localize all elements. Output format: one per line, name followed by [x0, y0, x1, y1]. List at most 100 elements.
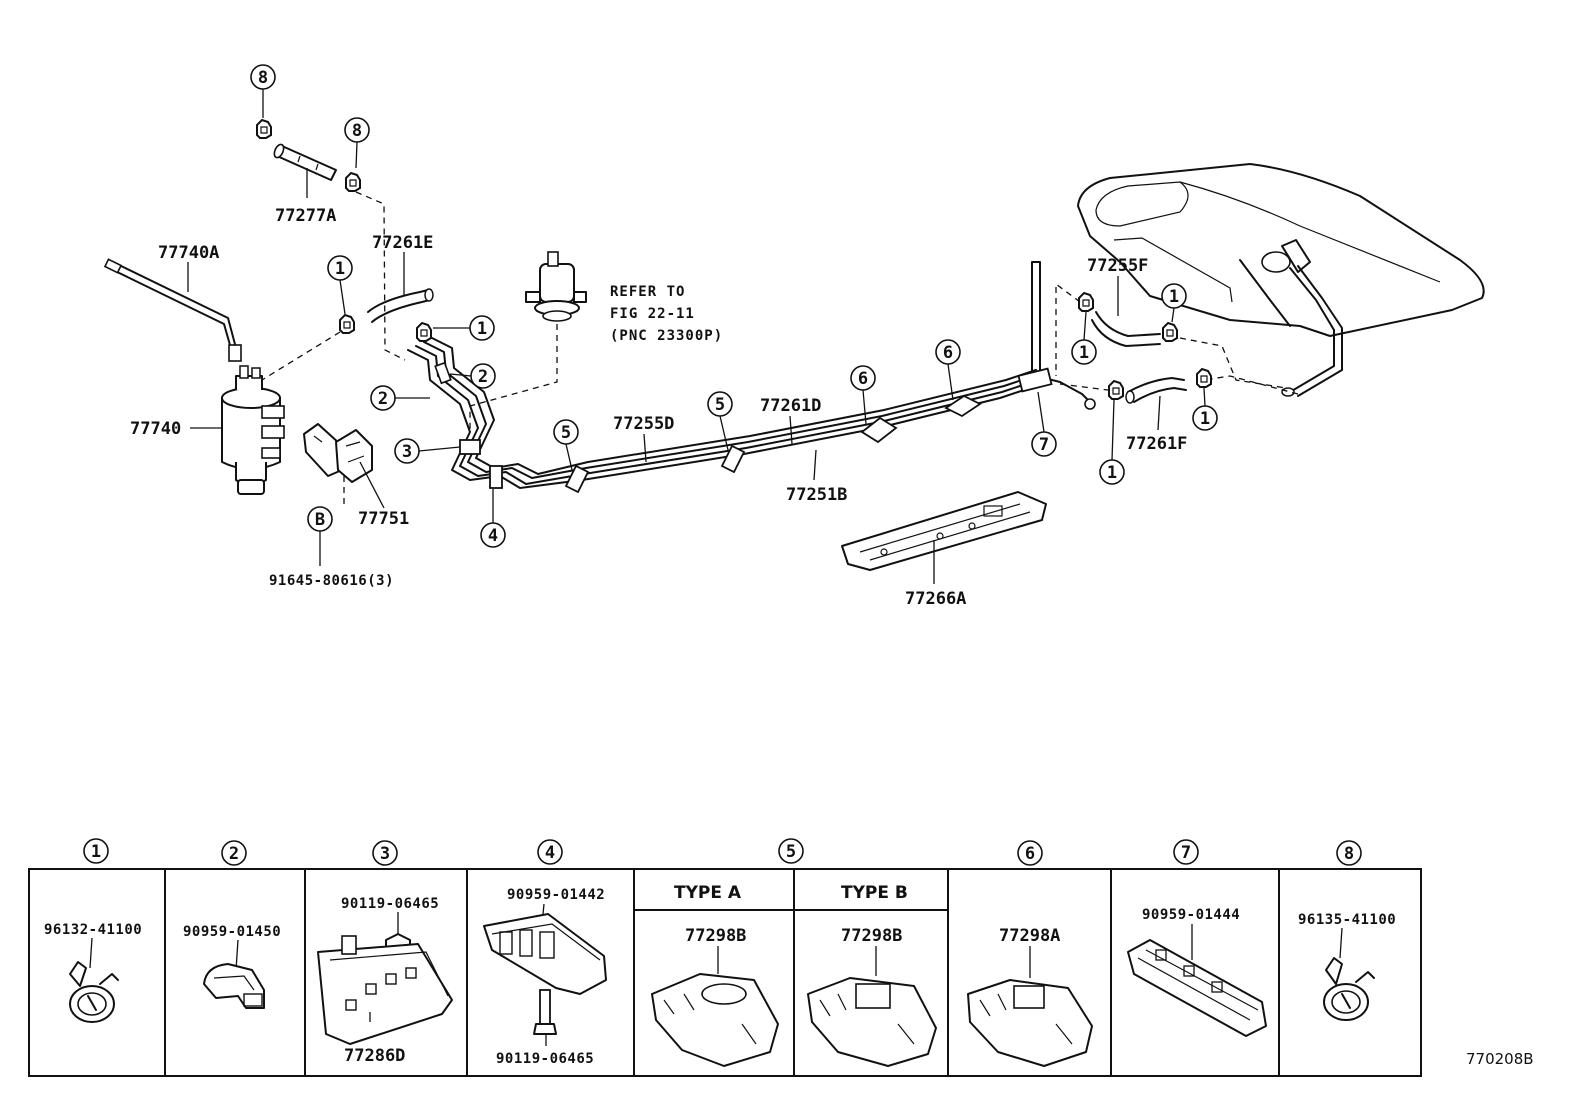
label-77266A[interactable]: 77266A	[905, 589, 966, 609]
label-77751[interactable]: 77751	[358, 509, 409, 529]
legend-header-1[interactable]: 1	[83, 838, 109, 864]
hose-77261F[interactable]	[1125, 377, 1187, 404]
svg-text:5: 5	[561, 423, 571, 443]
svg-text:1: 1	[335, 259, 345, 279]
part-90959-01444[interactable]: 90959-01444	[1142, 907, 1240, 923]
hose-clamp-icon	[69, 961, 119, 1023]
clamp-marker-6b	[944, 394, 982, 418]
label-77251B[interactable]: 77251B	[786, 485, 847, 505]
hose-clip-icon	[1078, 292, 1094, 312]
label-77277A[interactable]: 77277A	[275, 206, 336, 226]
callout-4[interactable]: 4	[480, 522, 506, 548]
hose-clip-icon	[416, 322, 432, 342]
figure-code: 770208B	[1466, 1050, 1534, 1068]
clamp-marker-3	[459, 439, 481, 455]
callout-6-b[interactable]: 6	[935, 339, 961, 365]
callout-1-e[interactable]: 1	[1192, 405, 1218, 431]
clamp-77298A-icon	[967, 979, 1093, 1067]
protector-77266A[interactable]	[841, 491, 1047, 571]
label-77261F[interactable]: 77261F	[1126, 434, 1187, 454]
callout-2-b[interactable]: 2	[370, 385, 396, 411]
svg-text:2: 2	[378, 389, 388, 409]
callout-1-c[interactable]: 1	[1071, 339, 1097, 365]
hose-clip-icon	[339, 314, 355, 334]
refer-line-1: REFER TO	[610, 284, 685, 300]
clip-90959-01450-icon	[203, 963, 265, 1009]
label-77261D[interactable]: 77261D	[760, 396, 821, 416]
callout-1-d[interactable]: 1	[1161, 283, 1187, 309]
label-77255F[interactable]: 77255F	[1087, 256, 1148, 276]
legend-header-5[interactable]: 5	[778, 838, 804, 864]
legend-header-3[interactable]: 3	[372, 840, 398, 866]
svg-text:7: 7	[1181, 843, 1191, 863]
vsv-valve[interactable]	[525, 251, 587, 322]
part-77298A[interactable]: 77298A	[999, 926, 1060, 946]
part-96135-41100[interactable]: 96135-41100	[1298, 912, 1396, 928]
callout-6-a[interactable]: 6	[850, 365, 876, 391]
svg-text:8: 8	[258, 68, 268, 88]
pipe-77740A[interactable]	[103, 258, 242, 362]
svg-text:1: 1	[1079, 343, 1089, 363]
legend-header-4[interactable]: 4	[537, 839, 563, 865]
canister-77740[interactable]	[221, 365, 285, 495]
svg-text:8: 8	[1344, 844, 1354, 864]
label-77261E[interactable]: 77261E	[372, 233, 433, 253]
callout-3[interactable]: 3	[394, 438, 420, 464]
callout-B[interactable]: B	[307, 506, 333, 532]
clamp-marker-5b	[720, 444, 746, 474]
callout-5-b[interactable]: 5	[707, 391, 733, 417]
label-77740A[interactable]: 77740A	[158, 243, 219, 263]
bolt-icon	[533, 989, 557, 1035]
hose-77261E[interactable]	[367, 288, 434, 323]
legend-header-8[interactable]: 8	[1336, 840, 1362, 866]
label-77740[interactable]: 77740	[130, 419, 181, 439]
hose-clip-icon	[256, 119, 272, 139]
part-90119-06465-b[interactable]: 90119-06465	[496, 1051, 594, 1067]
part-90959-01442[interactable]: 90959-01442	[507, 887, 605, 903]
callout-1-f[interactable]: 1	[1099, 459, 1125, 485]
label-77255D[interactable]: 77255D	[613, 414, 674, 434]
part-96132-41100[interactable]: 96132-41100	[44, 922, 142, 938]
clamp-marker-7	[1017, 367, 1053, 393]
svg-text:7: 7	[1039, 435, 1049, 455]
type-b-label: TYPE B	[841, 883, 908, 903]
label-bolt-91645[interactable]: 91645-80616(3)	[269, 573, 394, 589]
fuel-line-bundle[interactable]	[407, 261, 1096, 489]
hose-77277A[interactable]	[272, 143, 337, 181]
legend-header-7[interactable]: 7	[1173, 839, 1199, 865]
clip-90959-01444-icon	[1127, 939, 1267, 1037]
svg-text:4: 4	[488, 526, 498, 546]
callout-1-a[interactable]: 1	[327, 255, 353, 281]
hose-77255F[interactable]	[1091, 311, 1161, 347]
type-a-label: TYPE A	[674, 883, 742, 903]
callout-1-b[interactable]: 1	[469, 315, 495, 341]
legend-table	[28, 868, 1422, 1077]
clamp-marker-6a	[860, 416, 898, 444]
part-90959-01450[interactable]: 90959-01450	[183, 924, 281, 940]
refer-line-3: (PNC 23300P)	[610, 328, 723, 344]
clamp-marker-4	[489, 465, 503, 489]
callout-8-a[interactable]: 8	[250, 64, 276, 90]
svg-text:B: B	[315, 510, 325, 530]
part-77298B-a[interactable]: 77298B	[685, 926, 746, 946]
svg-text:1: 1	[1107, 463, 1117, 483]
part-90119-06465-a[interactable]: 90119-06465	[341, 896, 439, 912]
legend-header-6[interactable]: 6	[1017, 840, 1043, 866]
part-77286D[interactable]: 77286D	[344, 1046, 405, 1066]
callout-8-b[interactable]: 8	[344, 117, 370, 143]
svg-text:6: 6	[943, 343, 953, 363]
clamp-77298B-b-icon	[807, 977, 937, 1067]
fuel-tank[interactable]	[1077, 163, 1485, 397]
svg-text:1: 1	[1200, 409, 1210, 429]
clamp-77286D-icon	[317, 935, 453, 1045]
callout-5-a[interactable]: 5	[553, 419, 579, 445]
callout-2-a[interactable]: 2	[470, 363, 496, 389]
hose-clip-icon	[1196, 368, 1212, 388]
part-77298B-b[interactable]: 77298B	[841, 926, 902, 946]
callout-7[interactable]: 7	[1031, 431, 1057, 457]
bracket-77751[interactable]	[303, 423, 373, 483]
legend-header-2[interactable]: 2	[221, 840, 247, 866]
refer-line-2: FIG 22-11	[610, 306, 695, 322]
clamp-marker-2	[434, 361, 452, 385]
